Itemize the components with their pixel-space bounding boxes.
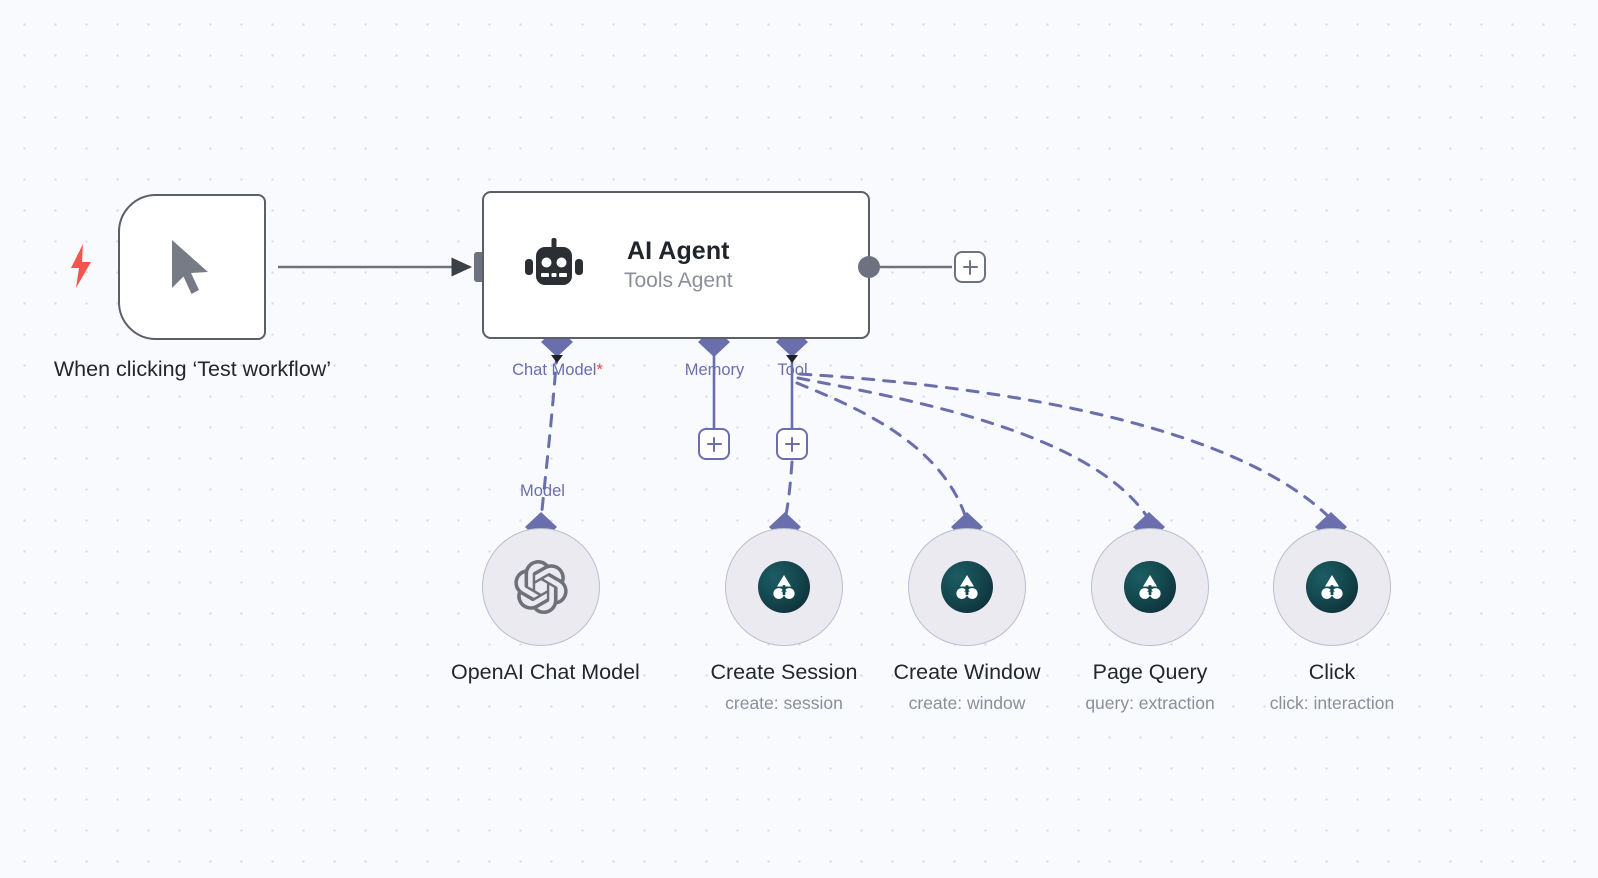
sub-node-subtitle: click: interaction: [1269, 693, 1395, 713]
sub-node-circle[interactable]: [725, 528, 843, 646]
openai-logo-icon: [514, 560, 568, 614]
sub-node-subtitle: query: extraction: [1085, 693, 1215, 713]
sub-node-create-window[interactable]: Create Window create: window: [877, 528, 1057, 714]
required-asterisk: *: [596, 361, 603, 379]
sub-node-click[interactable]: Click click: interaction: [1242, 528, 1422, 714]
sub-node-create-session[interactable]: Create Session create: session: [694, 528, 874, 714]
airtop-logo-icon: [758, 561, 810, 613]
airtop-logo-icon: [1306, 561, 1358, 613]
sub-node-circle[interactable]: [1091, 528, 1209, 646]
port-label-memory: Memory: [684, 361, 745, 379]
sub-node-title: Click: [1308, 660, 1356, 684]
sub-node-circle[interactable]: [1273, 528, 1391, 646]
port-label-tool: Tool: [777, 361, 808, 379]
add-node-button-main[interactable]: [954, 251, 986, 283]
sub-node-page-query[interactable]: Page Query query: extraction: [1060, 528, 1240, 714]
port-label-chat-model: Chat Model*: [455, 361, 660, 380]
agent-subtitle: Tools Agent: [624, 269, 733, 292]
add-memory-button[interactable]: [698, 428, 730, 460]
agent-output-port[interactable]: [858, 256, 880, 278]
edge-tool-to-query: [796, 376, 1150, 520]
add-tool-button[interactable]: [776, 428, 808, 460]
trigger-node-manual[interactable]: [118, 194, 266, 340]
sub-node-title: Create Session: [710, 660, 858, 684]
sub-node-subtitle: create: session: [725, 693, 843, 713]
port-label-chat-model-text: Chat Model: [512, 361, 597, 379]
plus-bar-vertical: [712, 436, 716, 452]
edge-tool-to-session: [783, 460, 794, 522]
sub-node-title: Page Query: [1092, 660, 1208, 684]
airtop-logo-icon: [1124, 561, 1176, 613]
sub-node-openai-chat-model[interactable]: OpenAI Chat Model: [451, 528, 640, 685]
mouse-cursor-icon: [172, 240, 208, 294]
sub-node-subtitle: create: window: [908, 693, 1026, 713]
agent-title: AI Agent: [626, 237, 730, 265]
airtop-logo-icon: [941, 561, 993, 613]
plus-bar-vertical: [790, 436, 794, 452]
sub-node-circle[interactable]: [482, 528, 600, 646]
lightning-bolt-icon: [71, 244, 91, 288]
sub-node-title: OpenAI Chat Model: [451, 660, 640, 684]
ai-agent-node[interactable]: AI Agent Tools Agent: [482, 191, 870, 339]
edge-tool-to-window: [795, 381, 968, 520]
sub-node-circle[interactable]: [908, 528, 1026, 646]
trigger-node-label: When clicking ‘Test workflow’: [53, 357, 332, 381]
robot-icon: [525, 238, 583, 285]
port-label-model: Model: [520, 482, 565, 500]
sub-node-title: Create Window: [893, 660, 1041, 684]
plus-bar-vertical: [968, 259, 972, 275]
edge-tool-to-click: [798, 372, 1332, 520]
